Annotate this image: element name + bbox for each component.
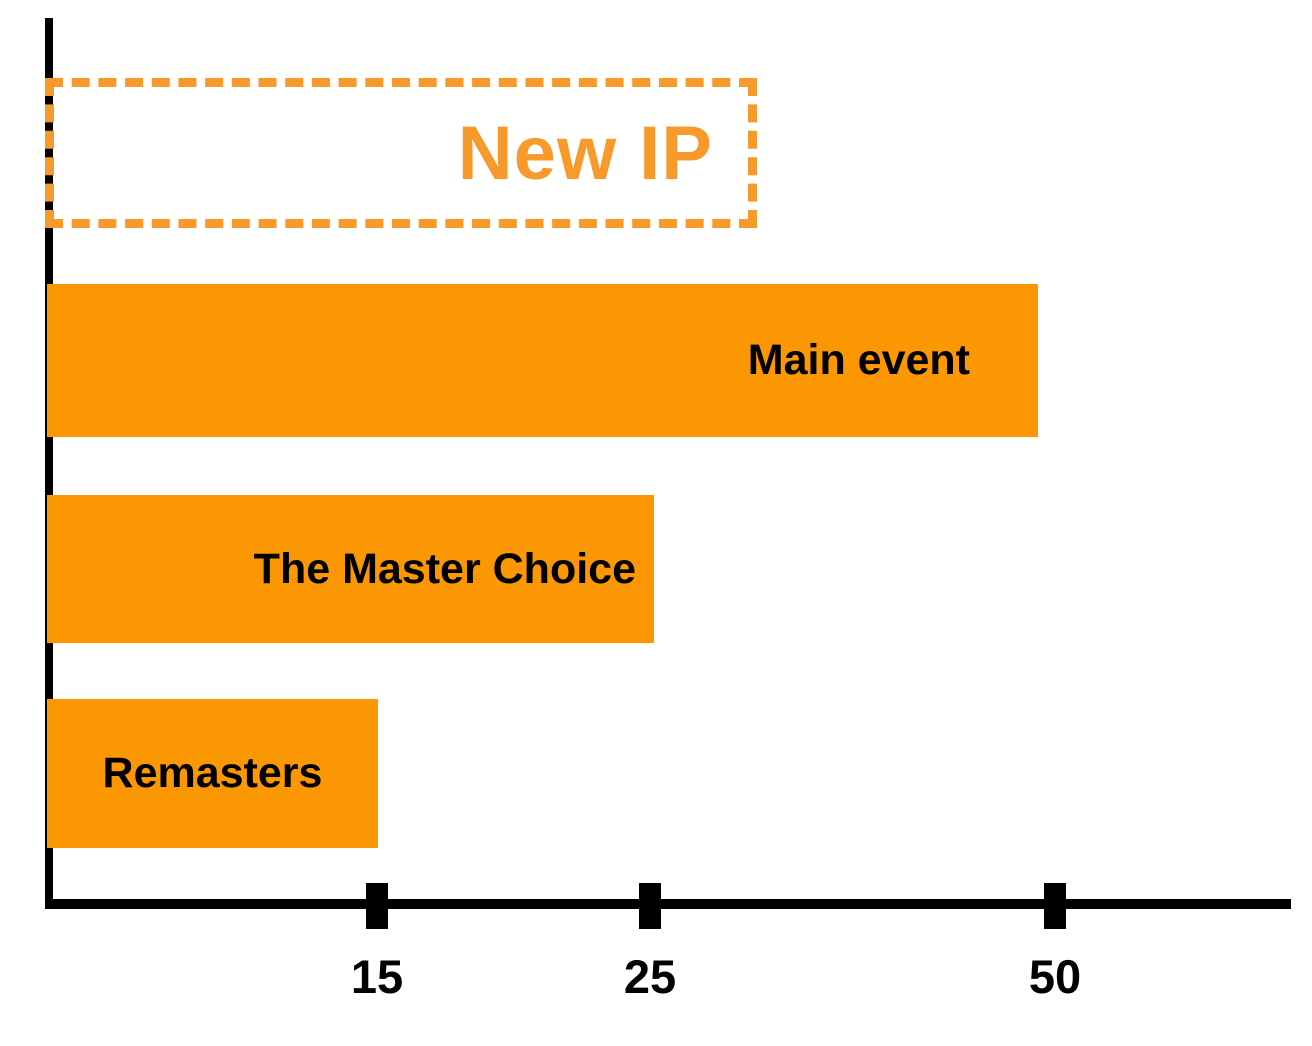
x-tick-mark-15 bbox=[366, 883, 388, 929]
bar-main-event: Main event bbox=[47, 284, 1038, 437]
x-tick-label-25: 25 bbox=[623, 950, 677, 1003]
y-axis-line bbox=[45, 18, 53, 909]
bar-label-main-event: Main event bbox=[747, 336, 970, 384]
bar-new-ip-dashed-outline: New IP bbox=[45, 78, 757, 228]
x-tick-mark-50 bbox=[1044, 883, 1066, 929]
x-tick-label-50: 50 bbox=[1028, 950, 1082, 1003]
bar-label-new-ip: New IP bbox=[457, 110, 713, 196]
bar-remasters: Remasters bbox=[47, 699, 378, 848]
bar-the-master-choice: The Master Choice bbox=[47, 495, 654, 643]
x-tick-label-15: 15 bbox=[350, 950, 404, 1003]
x-axis-line bbox=[45, 899, 1291, 909]
x-tick-mark-25 bbox=[639, 883, 661, 929]
bar-label-the-master-choice: The Master Choice bbox=[253, 544, 636, 593]
bar-label-remasters: Remasters bbox=[102, 749, 323, 797]
